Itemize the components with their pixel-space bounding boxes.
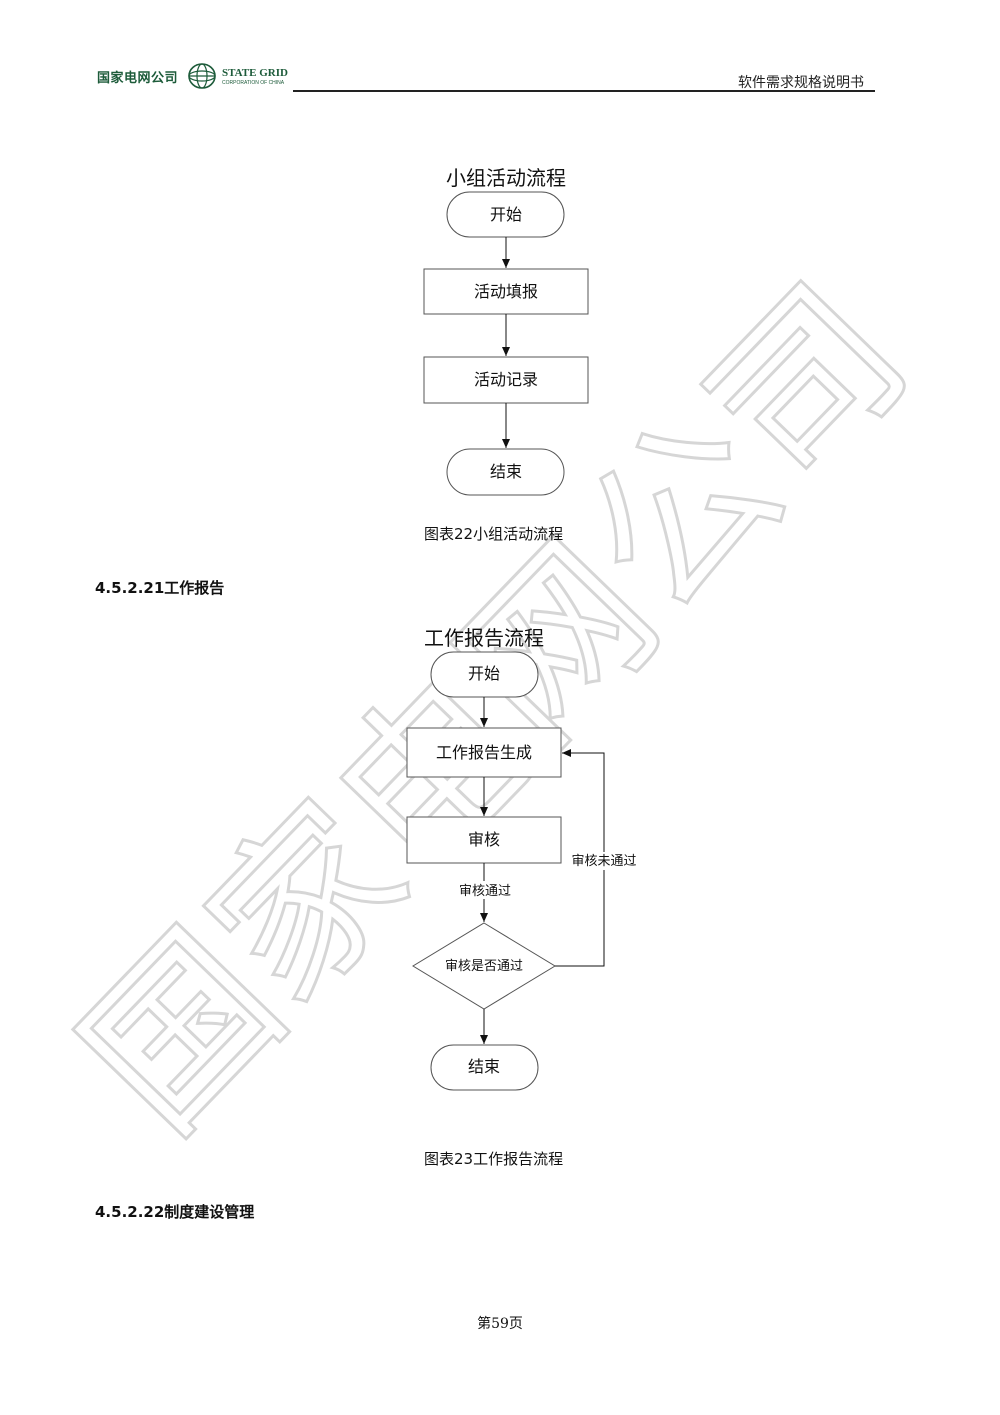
header-logo-cn: 国家电网公司 (97, 71, 179, 86)
flowchart-2: 开始 工作报告生成 审核 审核通过 审核是否通过 审核未通过 结束 (406, 651, 638, 1091)
section-heading-4-5-2-21: 4.5.2.21工作报告 (95, 579, 225, 597)
state-grid-emblem-icon (188, 63, 216, 89)
flowchart-2-start-label: 开始 (468, 664, 500, 683)
header-rule (293, 90, 875, 92)
flowchart-1-step2-label: 活动记录 (474, 370, 538, 389)
flowchart-2-decision-label: 审核是否通过 (445, 959, 523, 974)
flowchart-2-step1-node (406, 727, 562, 778)
flowchart-2-end-label: 结束 (468, 1057, 500, 1076)
flowchart-1-end-label: 结束 (490, 462, 522, 481)
flowchart-1-caption: 图表22小组活动流程 (424, 525, 564, 543)
flowchart-2-step2-label: 审核 (468, 830, 500, 849)
flowchart-1-start-label: 开始 (490, 205, 522, 224)
header-doc-title: 软件需求规格说明书 (738, 75, 864, 91)
flowchart-2-title: 工作报告流程 (424, 626, 544, 650)
flowchart-1-end-node (446, 448, 565, 496)
flowchart-1-step1-label: 活动填报 (474, 282, 538, 301)
flowchart-2-caption: 图表23工作报告流程 (424, 1150, 564, 1168)
page-number: 第59页 (477, 1316, 523, 1332)
flowchart-2-fail-label: 审核未通过 (571, 854, 636, 869)
flowchart-1: 开始 活动填报 活动记录 结束 (423, 191, 589, 496)
section-heading-4-5-2-22: 4.5.2.22制度建设管理 (95, 1203, 255, 1221)
header-logo-en: STATE GRID (222, 67, 288, 79)
header-logo-en-sub: CORPORATION OF CHINA (222, 80, 285, 86)
flowchart-2-end-node (430, 1044, 539, 1091)
flowchart-2-pass-label: 审核通过 (459, 884, 511, 899)
flowchart-2-pass-label-bg (456, 881, 514, 899)
flowchart-1-step1-node (423, 268, 589, 315)
flowchart-2-step1-label: 工作报告生成 (436, 743, 532, 762)
flowchart-1-title: 小组活动流程 (446, 166, 566, 190)
flowchart-2-fail-label-bg (570, 852, 638, 870)
flowchart-2-step2-node (406, 816, 562, 864)
